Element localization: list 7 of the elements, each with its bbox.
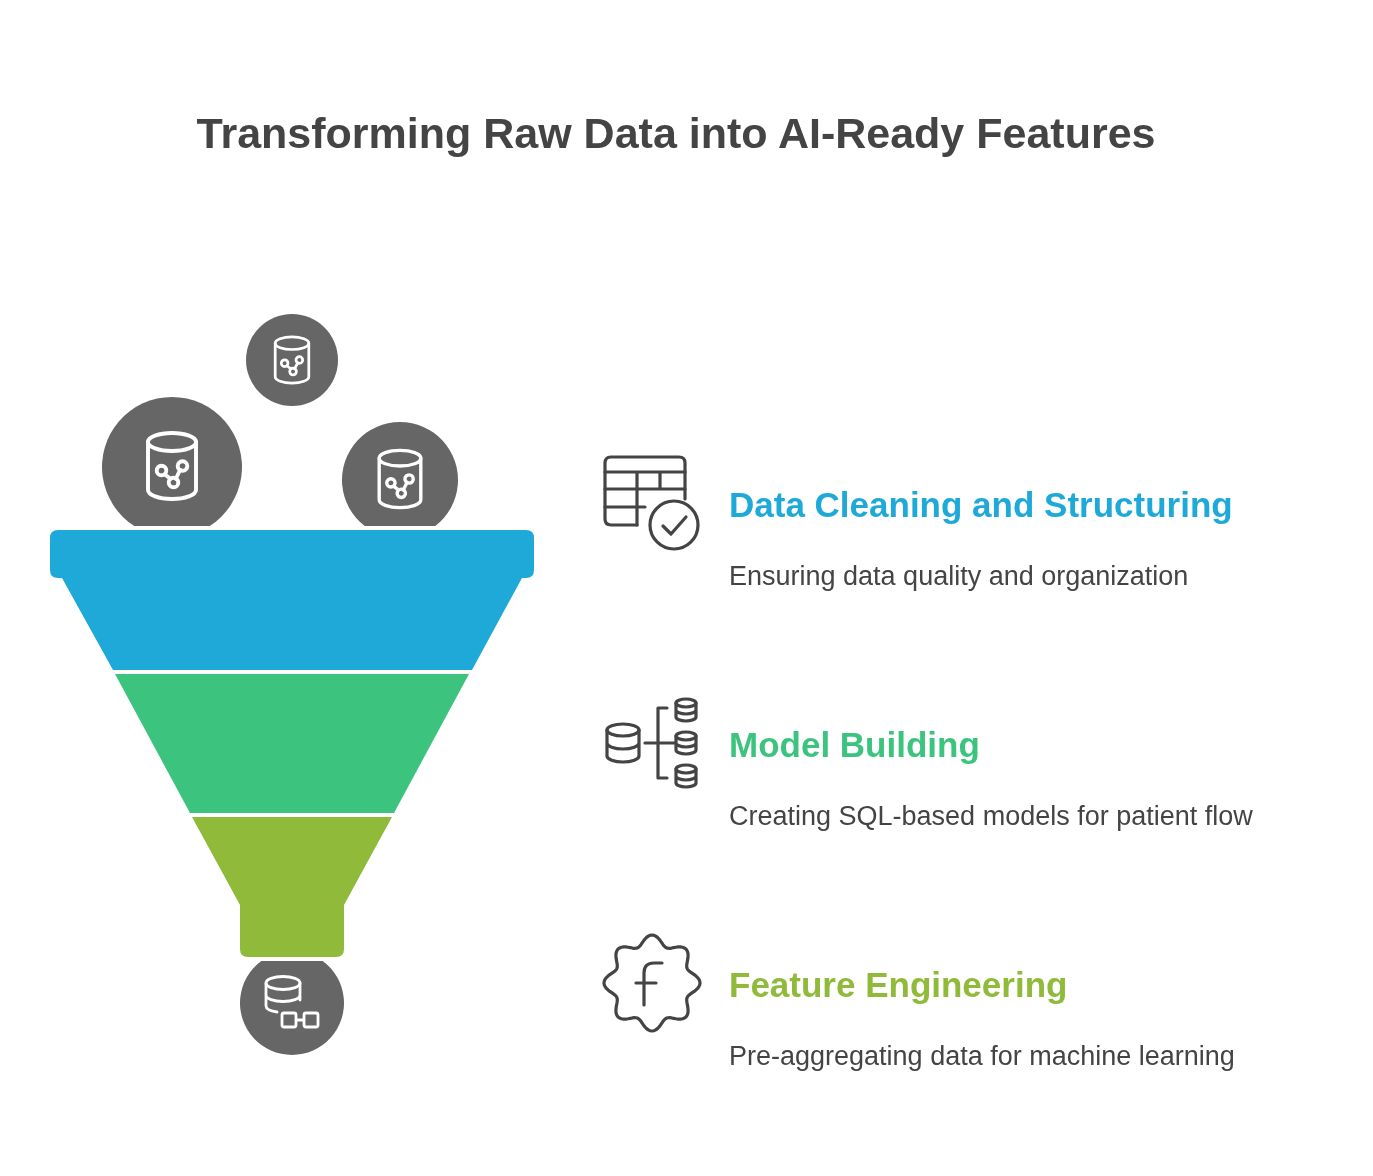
section-heading: Feature Engineering [729, 965, 1068, 1005]
section-heading: Data Cleaning and Structuring [729, 485, 1233, 525]
section-description: Pre-aggregating data for machine learning [729, 1040, 1235, 1072]
title: Transforming Raw Data into AI-Ready Features [196, 108, 1156, 158]
section-description: Ensuring data quality and organization [729, 560, 1189, 592]
section-heading: Model Building [729, 725, 980, 765]
section-description: Creating SQL-based models for patient flow [729, 800, 1253, 832]
